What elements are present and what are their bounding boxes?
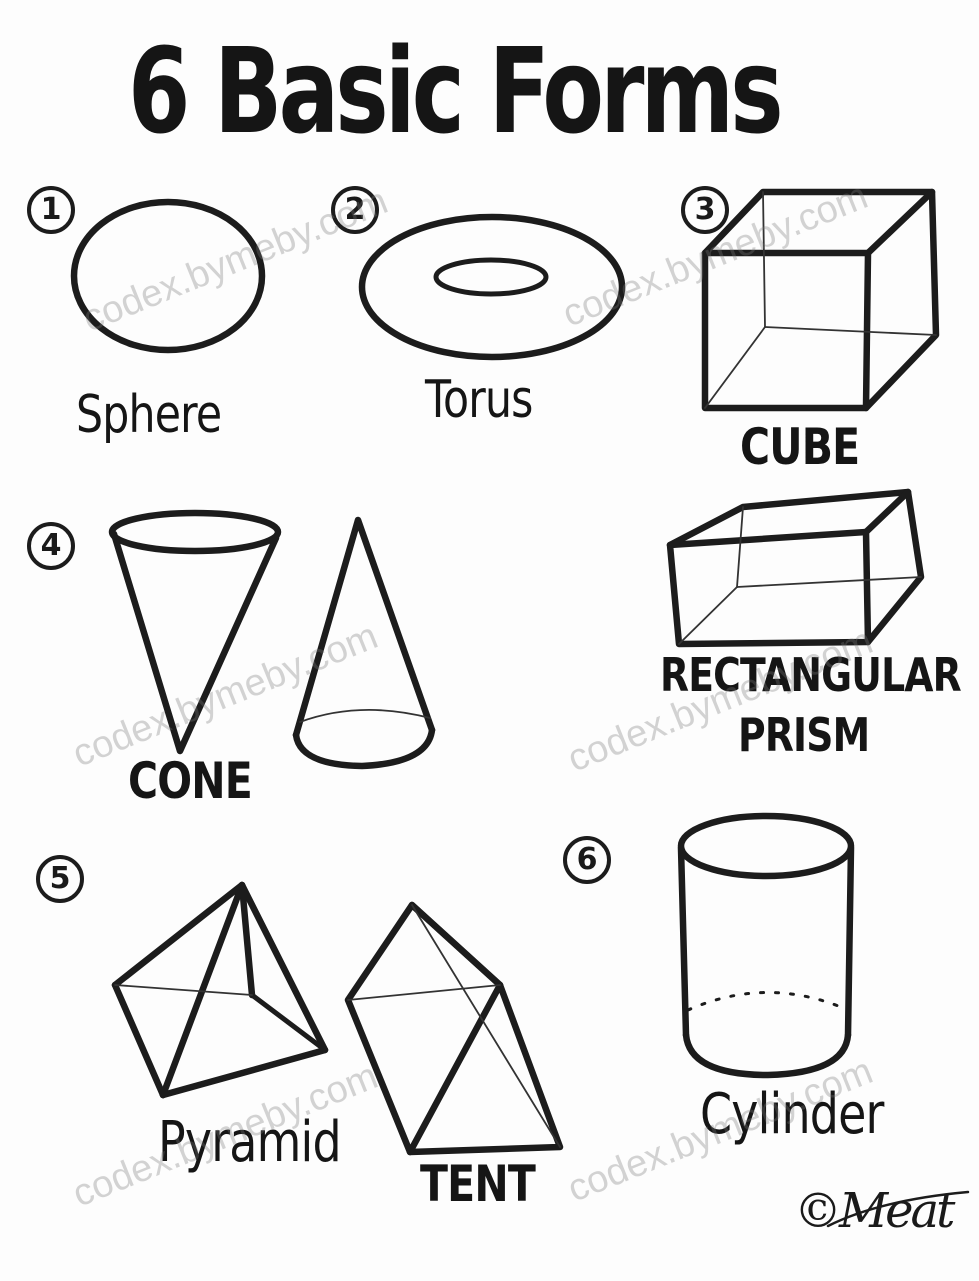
cylinder-label: Cylinder bbox=[700, 1082, 884, 1147]
prism-label-line1: RECTANGULAR bbox=[660, 648, 961, 702]
cone-label: CONE bbox=[128, 752, 252, 810]
pyramid-drawing bbox=[115, 885, 325, 1095]
sphere-drawing bbox=[74, 202, 262, 350]
tent-drawing bbox=[348, 905, 560, 1152]
pyramid-label: Pyramid bbox=[158, 1110, 341, 1175]
form-number-3: 3 bbox=[681, 186, 729, 234]
torus-label: Torus bbox=[425, 370, 533, 430]
form-number-2: 2 bbox=[331, 186, 379, 234]
form-number-6: 6 bbox=[563, 836, 611, 884]
artist-signature: ©Meat bbox=[794, 1183, 952, 1239]
cube-drawing bbox=[705, 192, 936, 408]
torus-drawing bbox=[362, 217, 622, 357]
prism-label-line2: PRISM bbox=[738, 708, 869, 762]
cylinder-drawing bbox=[681, 816, 851, 1075]
cube-label: CUBE bbox=[740, 418, 859, 476]
form-number-4: 4 bbox=[27, 522, 75, 570]
tent-label: TENT bbox=[420, 1155, 535, 1213]
rectangular-prism-drawing bbox=[670, 492, 921, 644]
form-number-1: 1 bbox=[27, 186, 75, 234]
form-number-5: 5 bbox=[36, 855, 84, 903]
cone-upright-drawing bbox=[296, 520, 432, 766]
sphere-label: Sphere bbox=[76, 385, 221, 445]
cone-drawing bbox=[112, 513, 278, 751]
page-title: 6 Basic Forms bbox=[128, 22, 780, 160]
